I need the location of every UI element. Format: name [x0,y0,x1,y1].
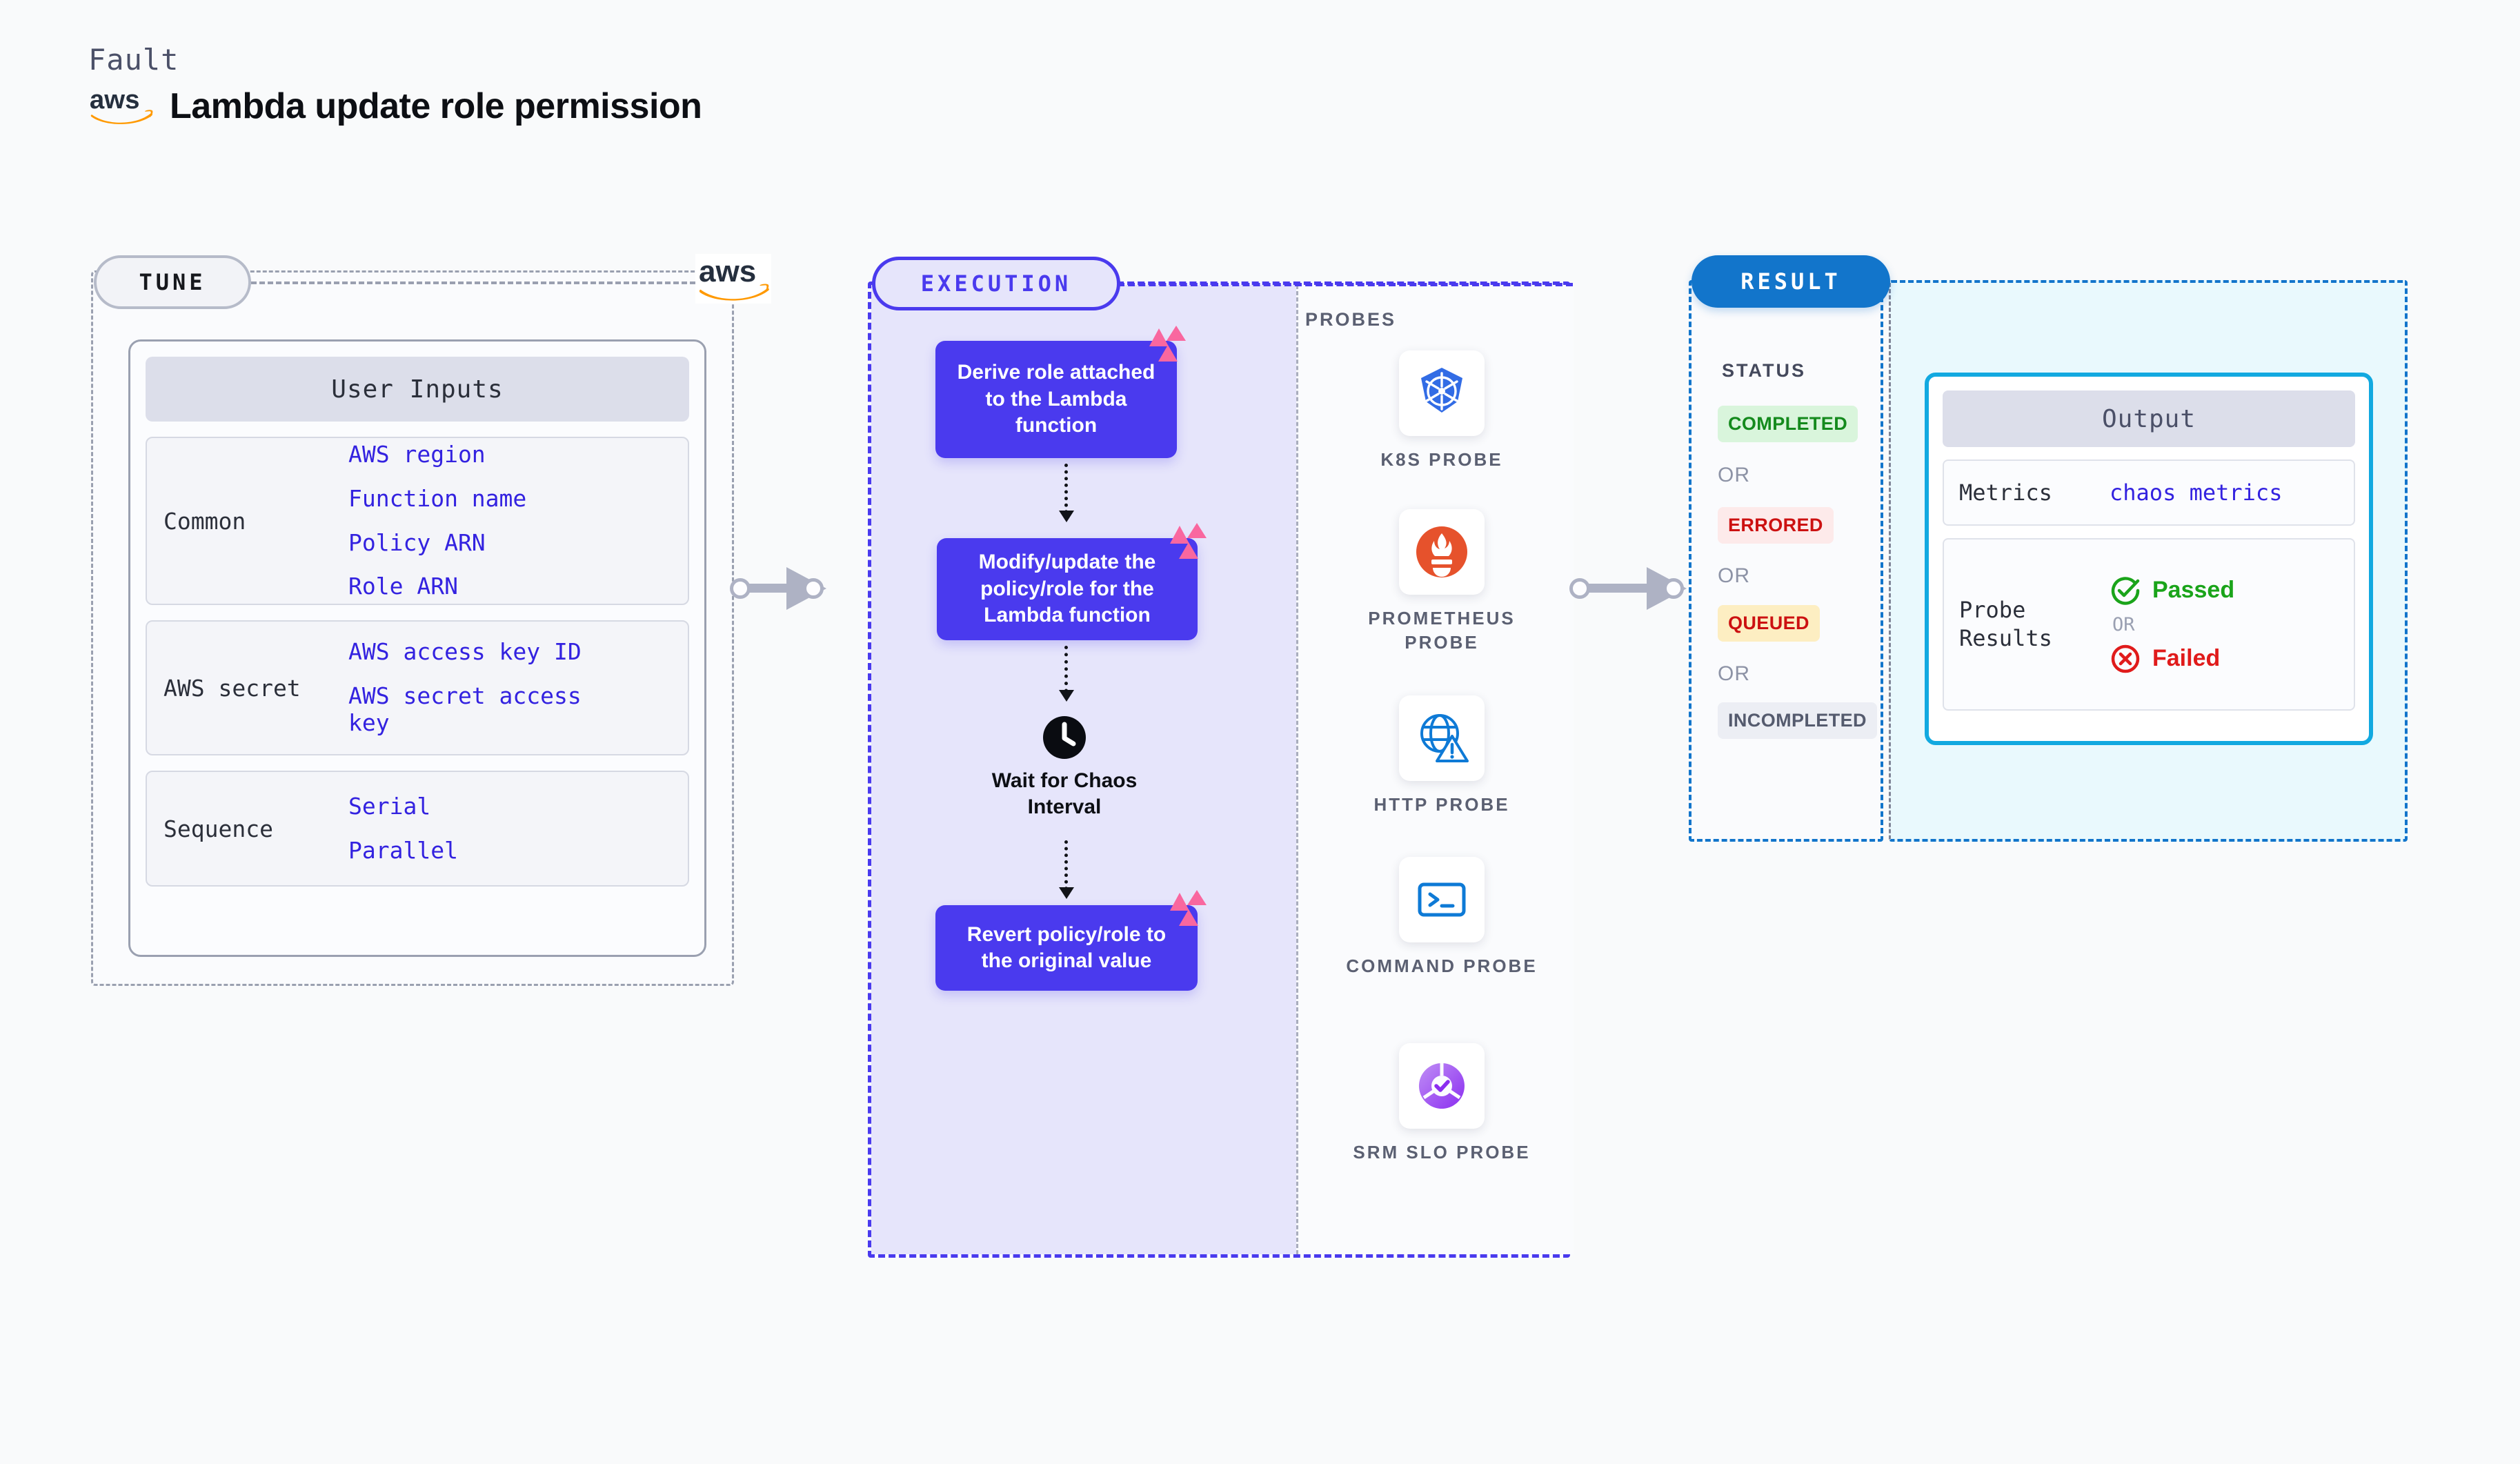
input-group-aws-secret: AWS secret AWS access key ID AWS secret … [146,620,689,755]
output-title: Output [1943,390,2355,447]
x-circle-icon [2111,644,2140,673]
status-label: STATUS [1722,360,1806,381]
probe-label: SRM SLO PROBE [1353,1142,1531,1163]
probe-icon-tile [1399,1043,1485,1129]
flow-arrow-2 [1059,646,1074,702]
svg-text:aws: aws [90,85,140,115]
probe-item-srm-slo[interactable]: SRM SLO PROBE [1331,1043,1552,1165]
wait-for-chaos-interval: Wait for Chaos Interval [978,716,1151,820]
connector-dot-right [803,578,824,599]
status-badge-incompleted: INCOMPLETED [1718,702,1877,739]
probe-icon-tile [1399,350,1485,436]
tune-connector-dash [251,281,712,284]
output-row-probe-results: Probe Results Passed OR Failed [1943,538,2355,711]
fault-label: Fault [88,43,179,77]
page-title: Lambda update role permission [170,86,702,126]
connector-tune-to-execution [730,566,833,611]
aws-logo-icon: aws [90,85,153,124]
probes-title: PROBES [1305,309,1397,330]
check-circle-icon [2111,576,2140,605]
probe-icon-tile [1399,509,1485,595]
kubernetes-icon [1421,368,1462,413]
input-value-list: Serial Parallel [348,793,458,864]
srm-slo-donut-icon [1418,1063,1465,1109]
output-card: Output Metrics chaos metrics Probe Resul… [1925,373,2373,745]
probe-item-prometheus[interactable]: PROMETHEUS PROBE [1331,509,1552,655]
input-value[interactable]: Policy ARN [348,528,486,556]
probe-icon-tile [1399,857,1485,942]
user-inputs-card: User Inputs Common AWS region Function n… [128,339,706,957]
terminal-icon [1418,882,1466,917]
probe-label: COMMAND PROBE [1346,956,1538,976]
execution-step-label: Modify/update the policy/role for the La… [978,551,1156,627]
execution-connector-dash [1118,283,1573,286]
execution-step-label: Derive role attached to the Lambda funct… [957,361,1155,437]
wait-label: Wait for Chaos Interval [991,769,1138,818]
metrics-value[interactable]: chaos metrics [2110,479,2283,506]
execution-pill[interactable]: EXECUTION [872,257,1120,310]
svg-text:aws: aws [699,255,756,288]
input-value[interactable]: Role ARN [348,573,458,600]
probe-item-command[interactable]: COMMAND PROBE [1331,857,1552,978]
flow-arrow-1 [1059,464,1074,522]
litmus-badge-icon [1170,890,1207,926]
litmus-badge-icon [1170,523,1207,559]
result-pill[interactable]: RESULT [1691,255,1890,308]
status-or-3: OR [1718,662,1750,685]
input-group-label: Sequence [163,815,273,842]
flow-arrow-3 [1059,840,1074,899]
status-or-2: OR [1718,564,1750,587]
input-group-sequence: Sequence Serial Parallel [146,771,689,887]
input-value-list: AWS region Function name Policy ARN Role… [348,440,527,601]
connector-execution-to-result [1569,566,1694,611]
input-value[interactable]: AWS access key ID [348,638,582,666]
litmus-badge-icon [1149,326,1186,362]
result-status-section [1689,280,1883,842]
input-group-label: Common [163,507,246,535]
input-value[interactable]: AWS secret access key [348,682,582,736]
connector-dot-right [1663,578,1684,599]
probe-item-k8s[interactable]: K8S PROBE [1331,350,1552,472]
aws-logo-icon: aws [695,254,771,304]
execution-step-1[interactable]: Derive role attached to the Lambda funct… [935,326,1186,458]
probe-item-http[interactable]: HTTP PROBE [1331,695,1552,817]
title-row: aws Lambda update role permission [88,85,702,128]
probe-label: HTTP PROBE [1373,794,1510,815]
failed-label: Failed [2152,645,2221,671]
probe-outcome-failed: Failed [2110,643,2234,675]
execution-step-2[interactable]: Modify/update the policy/role for the La… [937,523,1207,640]
execution-step-3[interactable]: Revert policy/role to the original value [935,890,1207,991]
user-inputs-title: User Inputs [146,357,689,422]
metrics-label: Metrics [1959,479,2052,506]
status-badge-completed: COMPLETED [1718,406,1858,442]
status-badge-errored: ERRORED [1718,507,1834,544]
probe-icon-tile [1399,695,1485,781]
probe-or: OR [2112,613,2135,635]
passed-label: Passed [2152,577,2235,603]
input-value[interactable]: Function name [348,484,527,512]
probe-label: PROMETHEUS PROBE [1368,608,1516,653]
input-group-common: Common AWS region Function name Policy A… [146,437,689,605]
status-badge-queued: QUEUED [1718,605,1820,642]
connector-dot-left [1569,578,1590,599]
probe-results-values: Passed OR Failed [2110,575,2234,675]
output-row-metrics: Metrics chaos metrics [1943,459,2355,526]
connector-dot-left [730,578,751,599]
http-globe-warning-icon [1420,714,1469,762]
input-value[interactable]: Parallel [348,836,458,864]
execution-step-label: Revert policy/role to the original value [966,922,1167,972]
input-value-list: AWS access key ID AWS secret access key [348,638,624,737]
input-value[interactable]: AWS region [348,440,486,468]
probe-label: K8S PROBE [1380,449,1503,470]
input-group-label: AWS secret [163,674,301,702]
clock-icon [1043,716,1086,759]
probe-results-label: Probe Results [1959,597,2052,651]
page-header: Fault aws Lambda update role permission [88,43,702,128]
input-value[interactable]: Serial [348,792,431,820]
prometheus-icon [1416,526,1467,577]
tune-pill[interactable]: TUNE [94,255,251,309]
status-or-1: OR [1718,464,1750,486]
probe-outcome-passed: Passed [2110,575,2234,606]
